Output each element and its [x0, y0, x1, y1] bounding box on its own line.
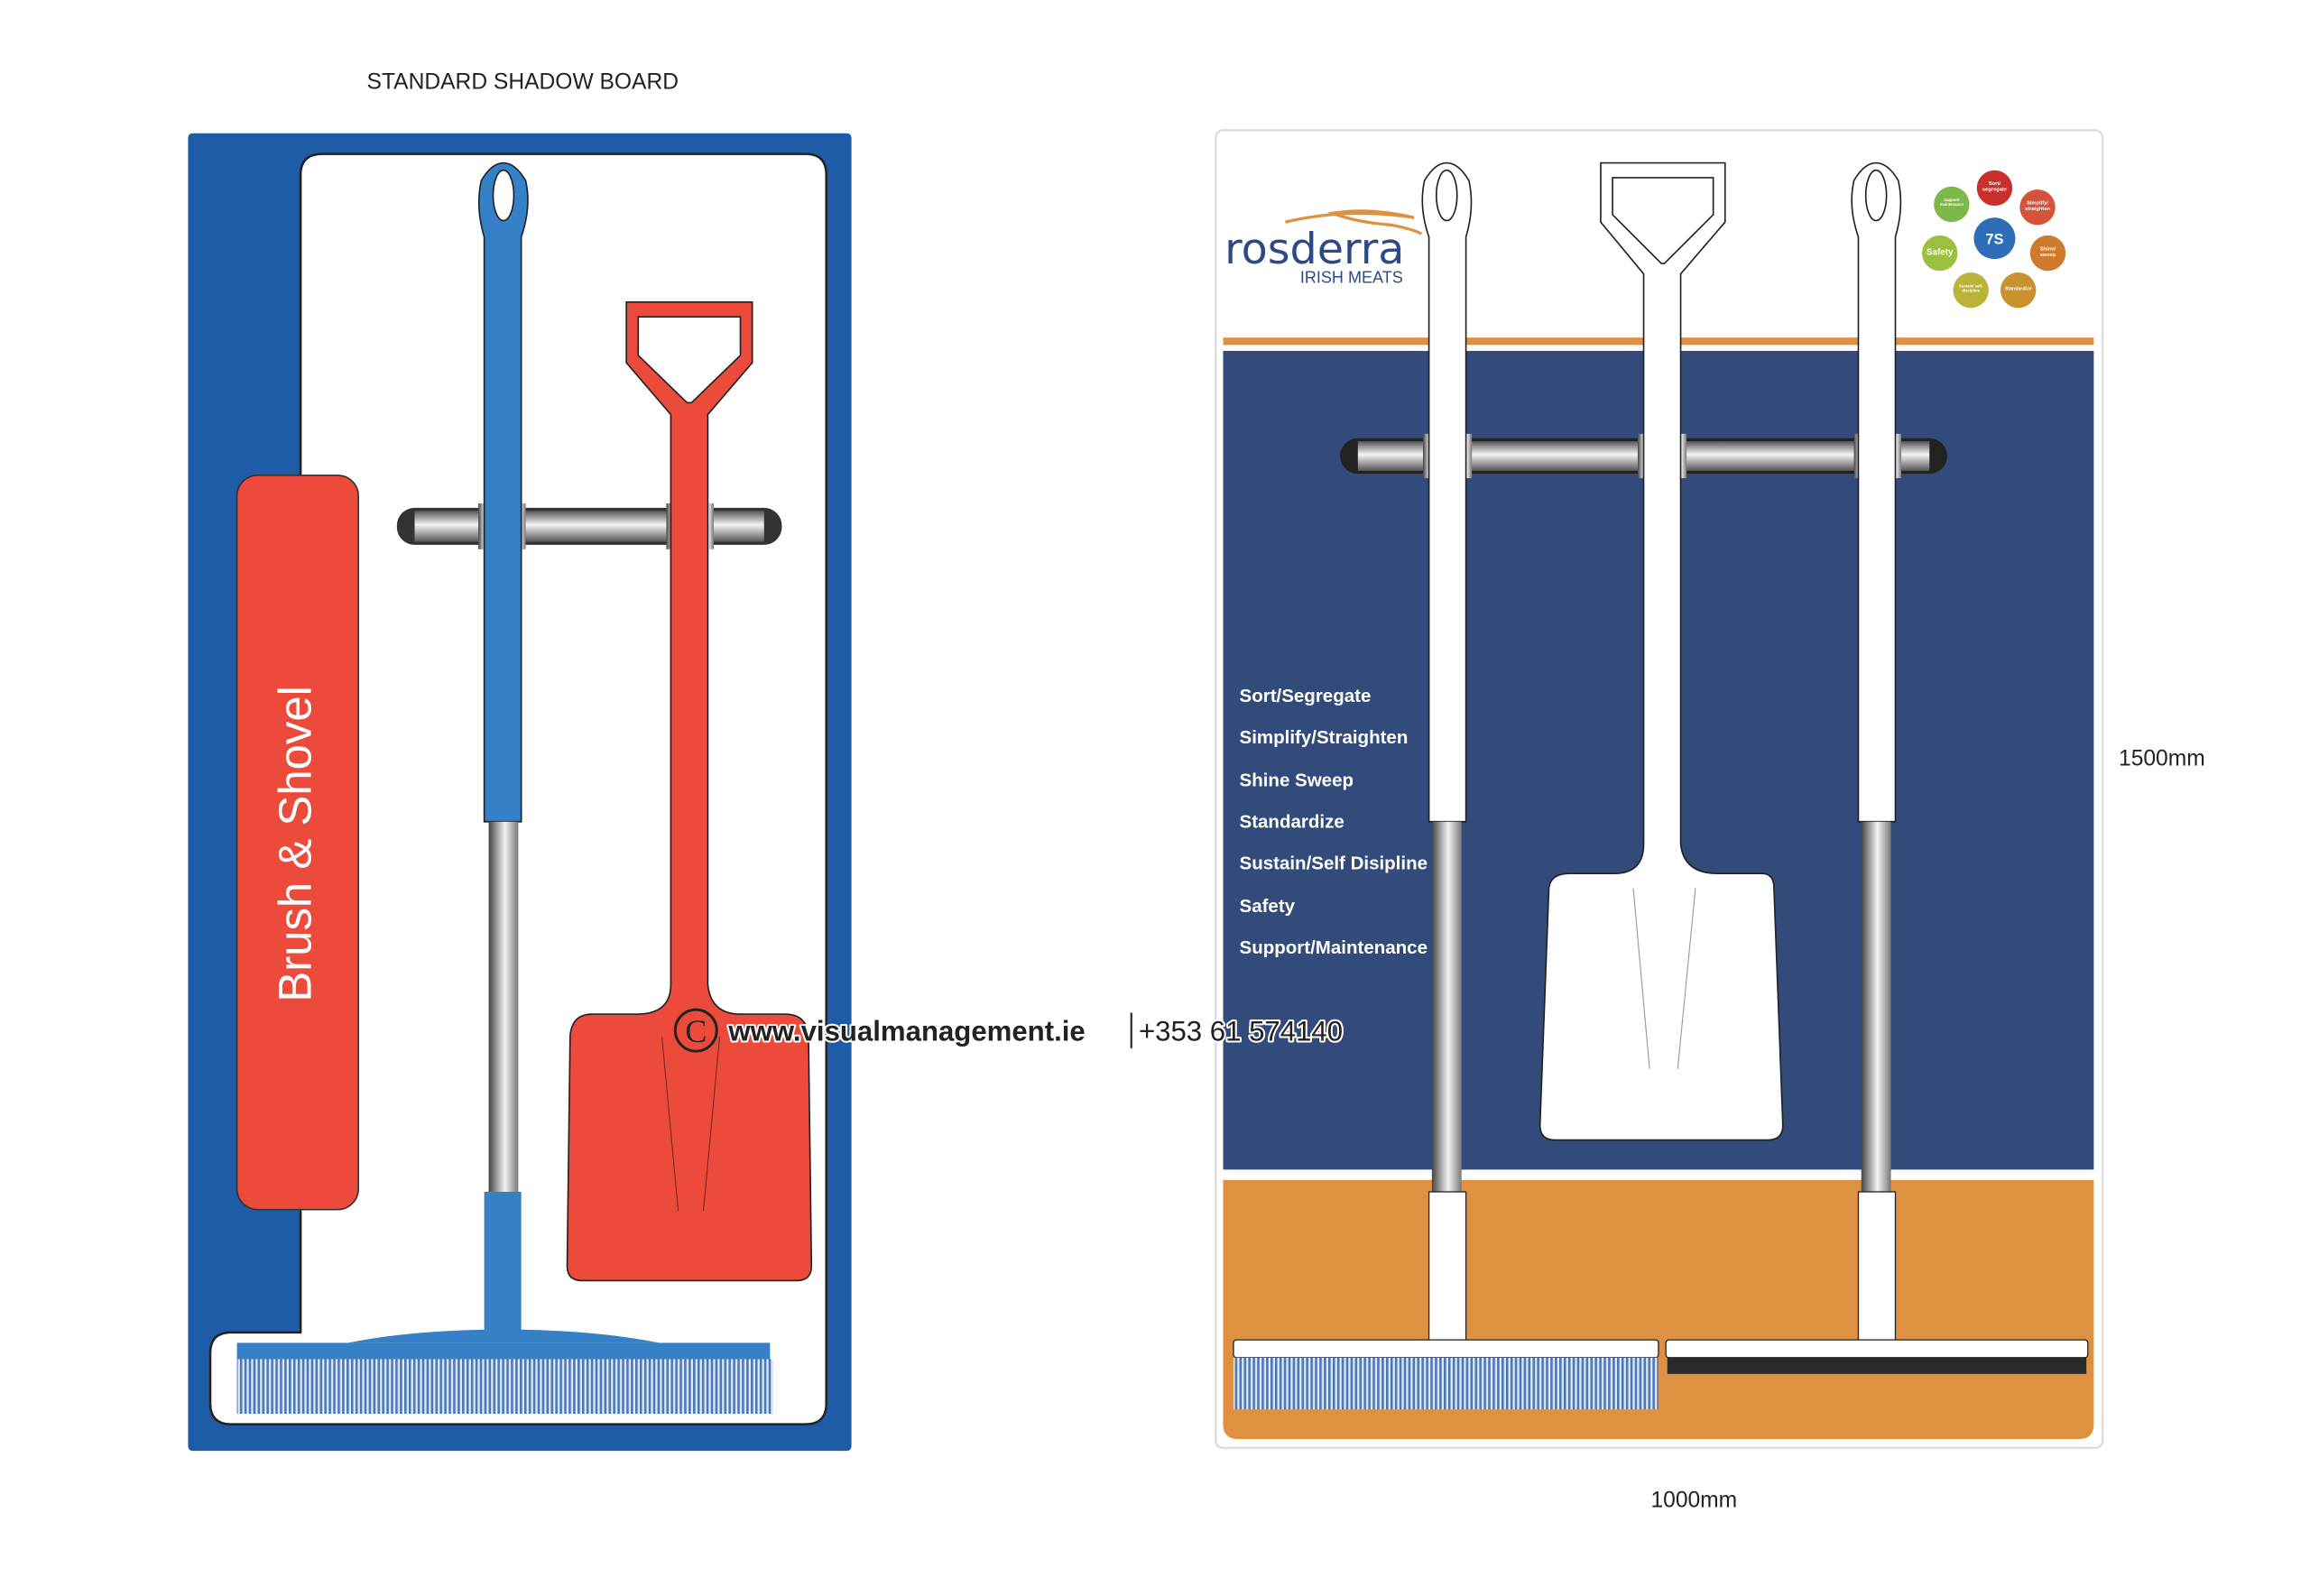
watermark-phone: +353 61 574140: [1139, 1016, 1343, 1047]
list-item: Safety: [1240, 896, 1296, 917]
left-shadow-board: Brush & Shovel: [188, 133, 852, 1452]
squeegee-outline-white: [1665, 161, 2089, 1374]
rosderra-logo: rosderra IRISH MEATS: [1224, 209, 1423, 286]
logo-name: rosderra: [1224, 225, 1404, 274]
list-item: Support/Maintenance: [1240, 937, 1428, 958]
seven-s-item: Sort/ segregate: [1982, 180, 2008, 193]
watermark: C www.visualmanagement.ie +353 61 574140: [673, 1008, 1344, 1053]
side-label-text: Brush & Shovel: [270, 686, 321, 1002]
brush-outline-white: [1233, 161, 1659, 1410]
height-dimension: 1500mm: [2119, 746, 2205, 770]
seven-s-item: Shine/ sweep: [2039, 245, 2056, 258]
shovel-outline-red: [566, 300, 813, 1282]
seven-s-item: Sustain/ self-discipline: [1958, 284, 1983, 293]
left-board-title: STANDARD SHADOW BOARD: [367, 69, 679, 94]
copyright-symbol: C: [685, 1013, 707, 1049]
list-item: Shine Sweep: [1240, 770, 1354, 790]
seven-s-item: Support/ maintenance: [1939, 198, 1964, 208]
list-item: Sort/Segregate: [1240, 686, 1372, 706]
right-shadow-board: rosderra IRISH MEATS 7S Sort/ segregate …: [1215, 129, 2104, 1450]
seven-s-item: Simplify/ straighten: [2025, 199, 2050, 212]
list-item: Standardize: [1240, 811, 1344, 832]
side-label-panel: [236, 474, 359, 1211]
shovel-outline-white: [1538, 161, 1784, 1141]
seven-s-item: Safety: [1926, 248, 1954, 258]
list-item: Sustain/Self Disipline: [1240, 853, 1428, 873]
seven-s-diagram: 7S Sort/ segregate Simplify/ straighten …: [1922, 170, 2066, 309]
seven-s-center: 7S: [1985, 232, 2003, 248]
list-item: Simplify/Straighten: [1240, 727, 1409, 748]
width-dimension: 1000mm: [1650, 1489, 1737, 1513]
seven-s-list: Sort/Segregate Simplify/Straighten Shine…: [1240, 686, 1428, 958]
watermark-url: www.visualmanagement.ie: [727, 1016, 1085, 1047]
logo-sub: IRISH MEATS: [1300, 268, 1403, 286]
seven-s-item: Standardize: [2004, 286, 2032, 292]
tool-rail: [396, 503, 782, 549]
brush-outline-blue: [236, 161, 773, 1415]
